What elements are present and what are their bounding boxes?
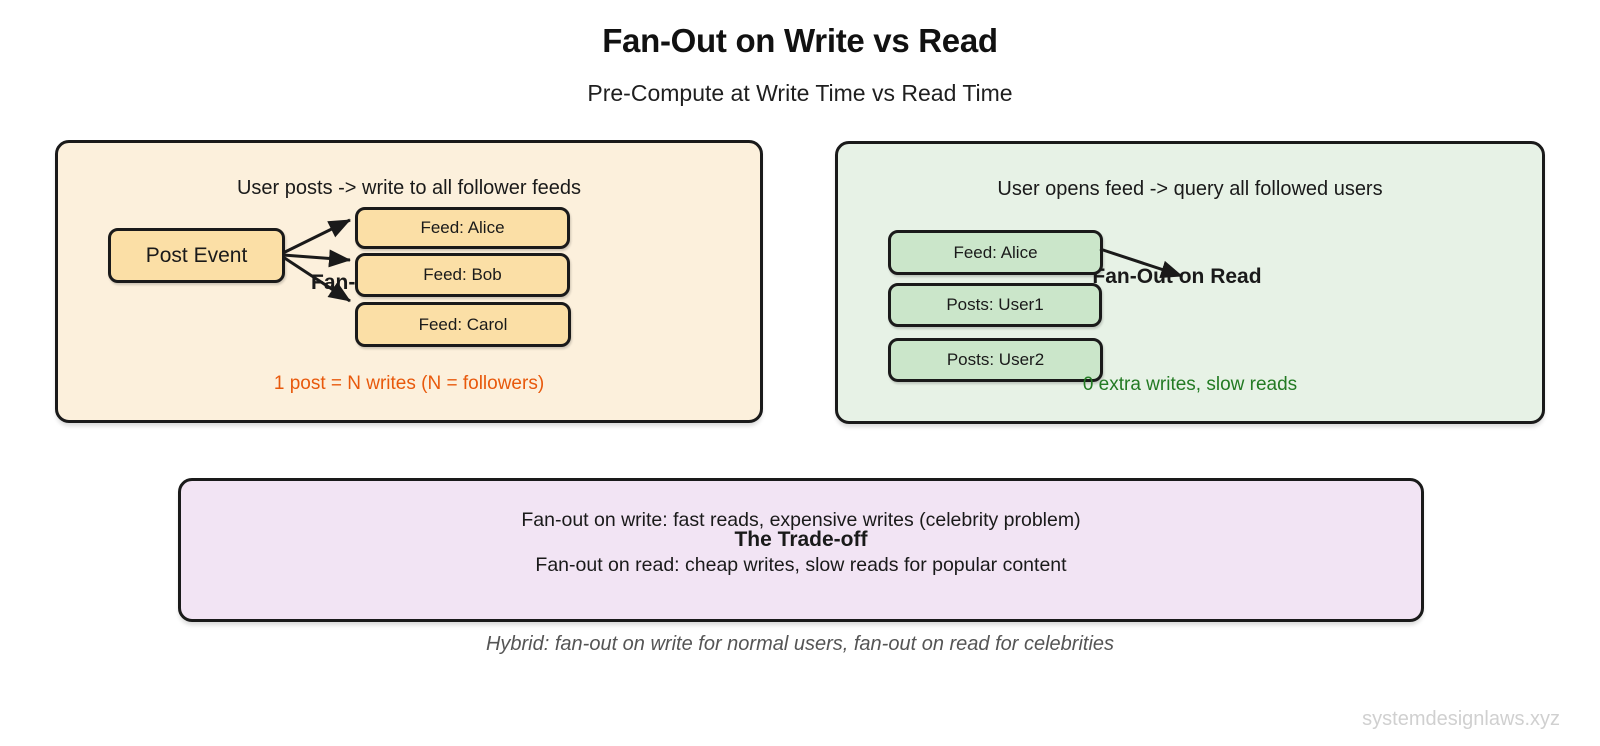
feed-bob-node: Feed: Bob xyxy=(355,253,570,297)
tradeoff-panel: Fan-out on write: fast reads, expensive … xyxy=(178,478,1424,622)
page-title: Fan-Out on Write vs Read xyxy=(602,22,998,59)
post-event-node: Post Event xyxy=(108,228,285,283)
read-panel-caption: User opens feed -> query all followed us… xyxy=(997,178,1383,200)
tradeoff-line-write: Fan-out on write: fast reads, expensive … xyxy=(521,509,1081,531)
page-subtitle: Pre-Compute at Write Time vs Read Time xyxy=(587,80,1013,106)
watermark: systemdesignlaws.xyz xyxy=(1362,708,1560,730)
tradeoff-title: The Trade-off xyxy=(734,528,868,551)
write-panel-caption: User posts -> write to all follower feed… xyxy=(236,177,582,199)
feed-carol-node: Feed: Carol xyxy=(355,302,571,347)
posts-user2-node: Posts: User2 xyxy=(888,338,1103,382)
feed-alice-node: Feed: Alice xyxy=(355,207,570,249)
tradeoff-line-read: Fan-out on read: cheap writes, slow read… xyxy=(535,554,1067,576)
posts-user1-node: Posts: User1 xyxy=(888,283,1102,327)
fan-out-on-read-panel: Fan-Out on Read User opens feed -> query… xyxy=(835,141,1545,424)
feed-alice-node: Feed: Alice xyxy=(888,230,1103,275)
write-panel-note: 1 post = N writes (N = followers) xyxy=(273,373,545,394)
read-panel-note: 0 extra writes, slow reads xyxy=(1082,374,1298,395)
hybrid-note: Hybrid: fan-out on write for normal user… xyxy=(485,633,1115,655)
fan-out-on-write-panel: Fan-Out on Write User posts -> write to … xyxy=(55,140,763,423)
